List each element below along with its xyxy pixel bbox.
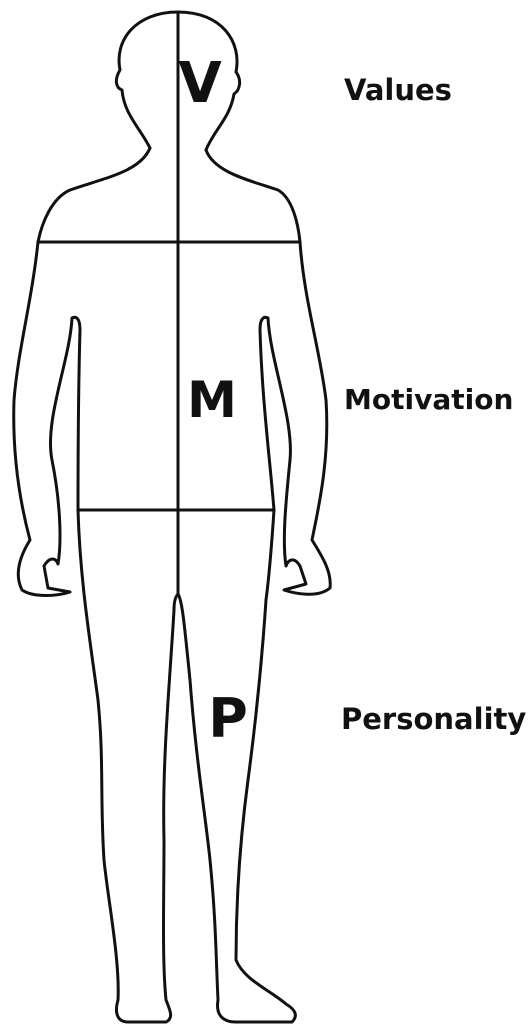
motivation-letter: M [172, 375, 252, 425]
values-letter: V [160, 56, 240, 112]
torso-outline [38, 148, 300, 242]
values-label: Values [344, 76, 452, 105]
left-arm-outline [14, 242, 80, 596]
personality-label: Personality [341, 705, 526, 734]
right-leg-outline [178, 510, 295, 1022]
left-leg-outline [78, 510, 178, 1022]
motivation-label: Motivation [344, 386, 513, 414]
personality-letter: P [188, 692, 268, 746]
